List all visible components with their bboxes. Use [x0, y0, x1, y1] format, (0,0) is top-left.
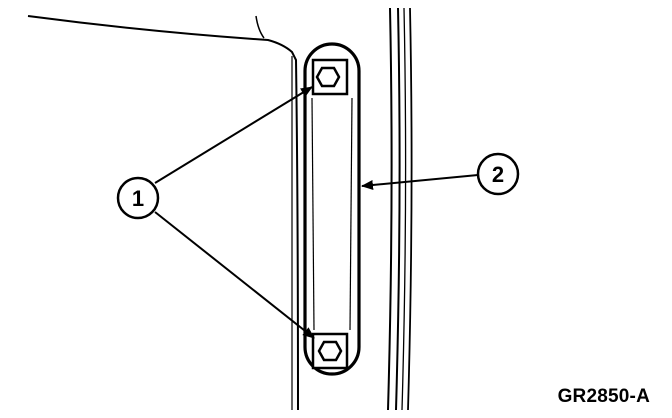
figure-id: GR2850-A — [557, 386, 650, 407]
callout-2: 2 — [476, 152, 520, 196]
bottom-bolt-icon — [311, 332, 349, 370]
leader-arrow-top-bolt — [154, 86, 313, 184]
callout-2-label: 2 — [492, 162, 504, 187]
body-panel — [27, 15, 299, 411]
leader-arrow-bottom-bolt — [154, 211, 315, 339]
top-bolt-icon — [311, 58, 349, 96]
callout-1: 1 — [116, 176, 160, 220]
pillar — [387, 7, 413, 411]
leader-arrow-bracket — [361, 174, 479, 190]
bracket — [303, 42, 361, 376]
callout-1-label: 1 — [132, 186, 144, 211]
